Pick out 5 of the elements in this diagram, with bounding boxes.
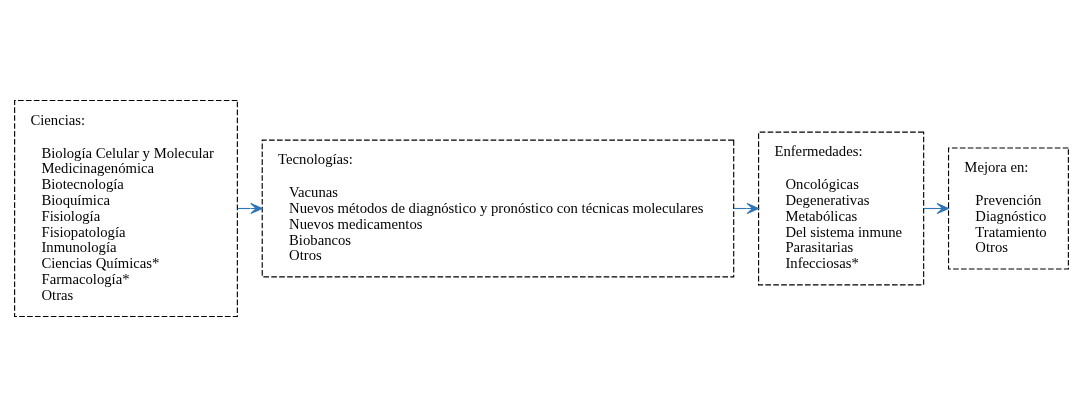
node-box: Mejora en: Prevención Diagnóstico Tratamiento Otros: [947, 147, 1069, 270]
node-box: Ciencias: Biología Celular y Molecular Medicinagenómica Biotecnología Bioquímica Fisiología Fisiopatología Inmunología Ciencias Químicas* Farmacología* Otras: [14, 99, 238, 318]
node-box: Tecnologías: Vacunas Nuevos métodos de diagnóstico y pronóstico con técnicas moleculares Nuevos medicamentos Biobancos Otros: [261, 139, 735, 278]
node-box: Enfermedades: Oncológicas Degenerativas Metabólicas Del sistema inmune Parasitarias Infecciosas*: [758, 131, 925, 286]
arrow: [733, 202, 759, 215]
